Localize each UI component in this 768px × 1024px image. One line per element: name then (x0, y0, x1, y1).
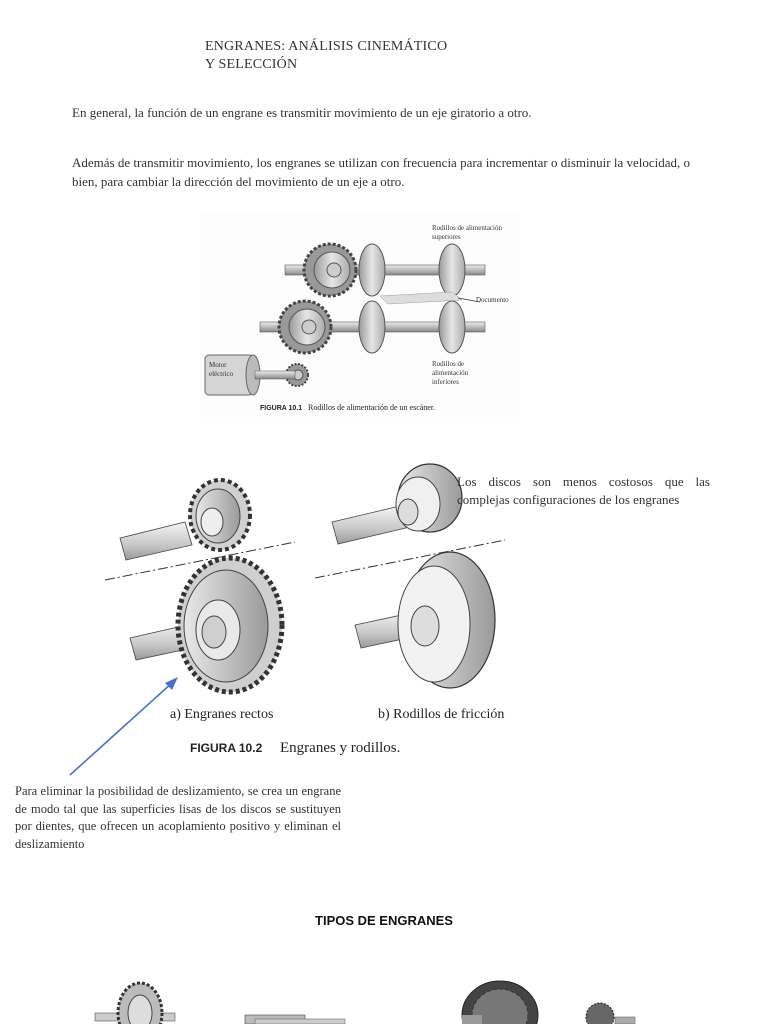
figure1-caption-number: FIGURA 10.1 (260, 405, 302, 412)
large-friction-roller (354, 551, 496, 689)
label-lower-rollers-3: inferiores (432, 378, 459, 386)
electric-motor (204, 354, 296, 396)
label-document: Documento (476, 296, 509, 304)
title-line-1: ENGRANES: ANÁLISIS CINEMÁTICO (205, 39, 448, 54)
roller-centerline (314, 539, 506, 579)
document-pointer (457, 297, 481, 303)
rack-gear-icon (244, 1014, 346, 1024)
figure2-caption-number: FIGURA 10.2 (190, 741, 263, 755)
label-motor-2: eléctrico (209, 370, 234, 378)
helical-gear-icon (461, 980, 539, 1024)
figure2-caption-text: Engranes y rodillos. (280, 740, 400, 756)
label-friction-rollers: b) Rodillos de fricción (378, 707, 504, 722)
label-lower-rollers: Rodillos de (432, 360, 464, 368)
lower-gear (277, 299, 333, 355)
arrow-to-gear-teeth (69, 677, 178, 776)
note-slip-elimination: Para eliminar la posibilidad de deslizam… (15, 784, 341, 851)
title-line-2: Y SELECCIÓN (205, 57, 298, 72)
figure-gear-types (94, 980, 636, 1024)
bevel-gear-icon (585, 1002, 636, 1024)
motor-gear (285, 363, 309, 387)
figure1-caption-text: Rodillos de alimentación de un escáner. (308, 403, 435, 412)
side-note-discs: Los discos son menos costosos que las co… (457, 474, 710, 507)
small-spur-gear (119, 478, 252, 561)
label-upper-rollers: Rodillos de alimentación (432, 224, 502, 232)
section-heading-gear-types: TIPOS DE ENGRANES (315, 913, 453, 928)
label-motor: Motor (209, 361, 227, 369)
large-spur-gear (129, 555, 285, 695)
spur-gear-pair-icon (94, 981, 176, 1024)
lower-rollers (358, 300, 466, 354)
document-title: ENGRANES: ANÁLISIS CINEMÁTICO Y SELECCIÓ… (205, 38, 447, 74)
document-sheet (379, 291, 463, 305)
gear-centerline (104, 541, 296, 581)
small-friction-roller (331, 463, 463, 545)
paragraph-2: Además de transmitir movimiento, los eng… (72, 155, 691, 189)
upper-gear (302, 242, 358, 298)
paragraph-1: En general, la función de un engrane es … (72, 105, 532, 120)
figure-gears-and-rollers: a) Engranes rectos b) Rodillos de fricci… (104, 463, 506, 756)
label-upper-rollers-2: superiores (432, 233, 461, 241)
label-spur-gears: a) Engranes rectos (170, 707, 273, 722)
label-lower-rollers-2: alimentación (432, 369, 469, 377)
upper-rollers (358, 243, 466, 297)
figure-scanner-rollers: Rodillos de alimentación superiores Docu… (200, 212, 520, 417)
